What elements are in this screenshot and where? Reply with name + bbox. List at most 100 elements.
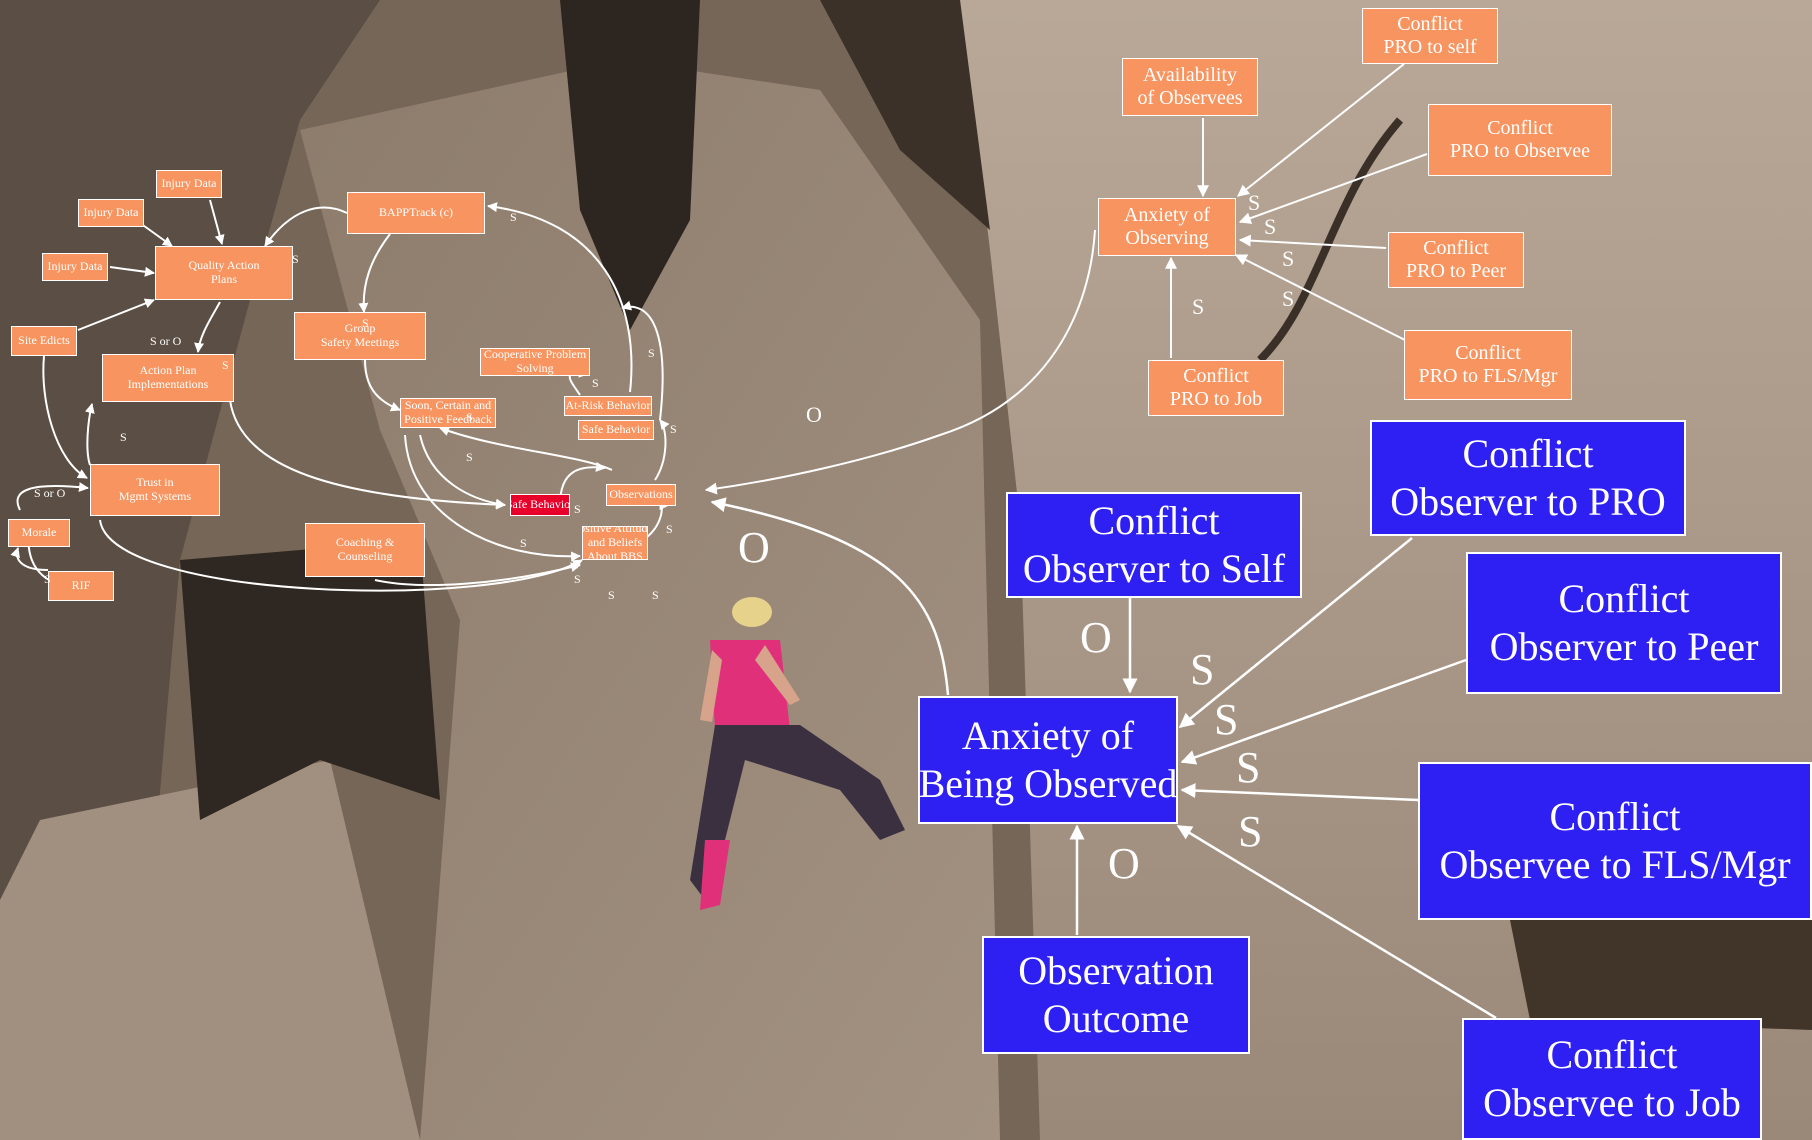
node-label-line-2: Observer to Self: [1022, 546, 1286, 591]
wire-safe-to-bapp: [621, 300, 664, 421]
wire-observer-peer-to-anxiety: [1180, 658, 1467, 765]
wire-injury-left-to-quality: [139, 222, 173, 247]
node-label-line-2: and Beliefs: [587, 535, 643, 550]
wire-group-to-soon: [364, 359, 401, 412]
node-label-line-1: Conflict: [1546, 1032, 1678, 1077]
node-safe-behavior-red: Safe Behavior: [510, 494, 570, 516]
wire-anxiety-to-observations: [710, 497, 950, 696]
node-label-line-2: Counseling: [337, 549, 393, 563]
node-label-line-1: Cooperative Problem: [483, 348, 587, 362]
link-label: S: [1282, 286, 1295, 311]
node-label-line-1: Soon, Certain and: [404, 398, 492, 413]
node-label: Safe Behavior: [581, 422, 651, 437]
wire-soon-to-redsafe: [419, 434, 506, 509]
node-label-line-1: Conflict: [1462, 431, 1594, 476]
link-label: S: [120, 430, 127, 444]
node-label-line-1: Conflict: [1183, 365, 1249, 387]
link-label: S: [1238, 807, 1263, 856]
wire-trust-to-action: [84, 403, 95, 466]
wire-pro-observee-to-anxiety: [1238, 153, 1428, 224]
node-observations-small: Observations: [606, 484, 676, 506]
link-label: S: [466, 450, 473, 464]
wire-site-to-quality: [77, 298, 155, 331]
link-label: S: [362, 316, 369, 330]
wire-atrisk-to-bapp: [487, 202, 633, 393]
link-label: O: [806, 402, 822, 427]
wire-injury-top-to-quality: [209, 199, 225, 245]
node-label-line-1: Conflict: [1455, 342, 1521, 364]
link-label: S: [608, 588, 615, 602]
node-label-line-2: Being Observed: [918, 761, 1178, 806]
node-label-line-2: Outcome: [1042, 996, 1190, 1041]
node-label-line-1: Anxiety of: [1123, 204, 1211, 226]
link-label: S: [520, 536, 527, 550]
node-label-line-1: Action Plan: [139, 363, 197, 378]
node-label-line-1: Conflict: [1397, 13, 1463, 35]
node-label-line-2: PRO to Job: [1169, 388, 1263, 410]
main-map-connectors: [710, 497, 1497, 1020]
wire-soon-to-positive: [404, 434, 581, 562]
node-label: Morale: [21, 525, 57, 540]
node-label-line-1: Coaching &: [335, 535, 395, 550]
node-label-line-2: PRO to Peer: [1406, 260, 1506, 282]
wire-observee-job-to-anxiety: [1176, 824, 1497, 1020]
link-label: S: [1236, 743, 1261, 792]
node-label-line-1: Group: [344, 321, 376, 336]
mid-map-connectors: [704, 63, 1428, 495]
link-label: O: [1108, 839, 1140, 888]
node-label-line-1: Anxiety of: [961, 713, 1135, 758]
link-label: O: [738, 523, 770, 572]
node-label: Injury Data: [161, 176, 217, 191]
wire-anxiety-observing-to-observations: [704, 229, 1096, 495]
node-label-line-1: Observation: [1018, 948, 1214, 993]
node-injury-data-top: Injury Data: [156, 170, 222, 198]
crevice-shadow-2: [180, 540, 440, 820]
node-label-line-2: Observee to Job: [1483, 1080, 1741, 1125]
wire-site-to-trust: [42, 355, 88, 479]
node-injury-data-left: Injury Data: [78, 199, 144, 227]
link-label: S: [652, 588, 659, 602]
rock-slab-center: [300, 60, 1000, 1140]
node-label-line-1: Positive Attitudes: [583, 526, 648, 536]
link-label: S: [292, 252, 299, 266]
wire-bapp-to-quality: [264, 206, 348, 247]
link-label: S: [666, 522, 673, 536]
node-label: Safe Behavior: [511, 497, 570, 512]
wire-trust-to-positive: [99, 519, 583, 592]
link-label: S: [1264, 214, 1277, 239]
node-label-line-1: Conflict: [1088, 498, 1220, 543]
link-label: S: [1190, 645, 1215, 694]
wire-obs-to-safe: [654, 419, 670, 481]
link-label: O: [1080, 613, 1112, 662]
node-label: Observations: [609, 487, 673, 502]
node-label: Injury Data: [47, 259, 103, 274]
link-label: S: [592, 376, 599, 390]
node-label-line-2: PRO to FLS/Mgr: [1418, 365, 1558, 387]
wire-quality-to-action: [194, 301, 221, 353]
node-label-line-2: of Observees: [1137, 87, 1243, 109]
node-label-line-2: Observing: [1125, 227, 1209, 249]
node-label-line-2: Solving: [516, 361, 554, 375]
wire-bapp-to-group: [358, 233, 391, 313]
link-label: S: [1248, 190, 1261, 215]
node-label-line-1: Conflict: [1549, 794, 1681, 839]
node-label: RIF: [71, 578, 91, 593]
node-label-line-2: PRO to self: [1383, 36, 1477, 58]
wire-pro-peer-to-anxiety: [1238, 234, 1387, 249]
